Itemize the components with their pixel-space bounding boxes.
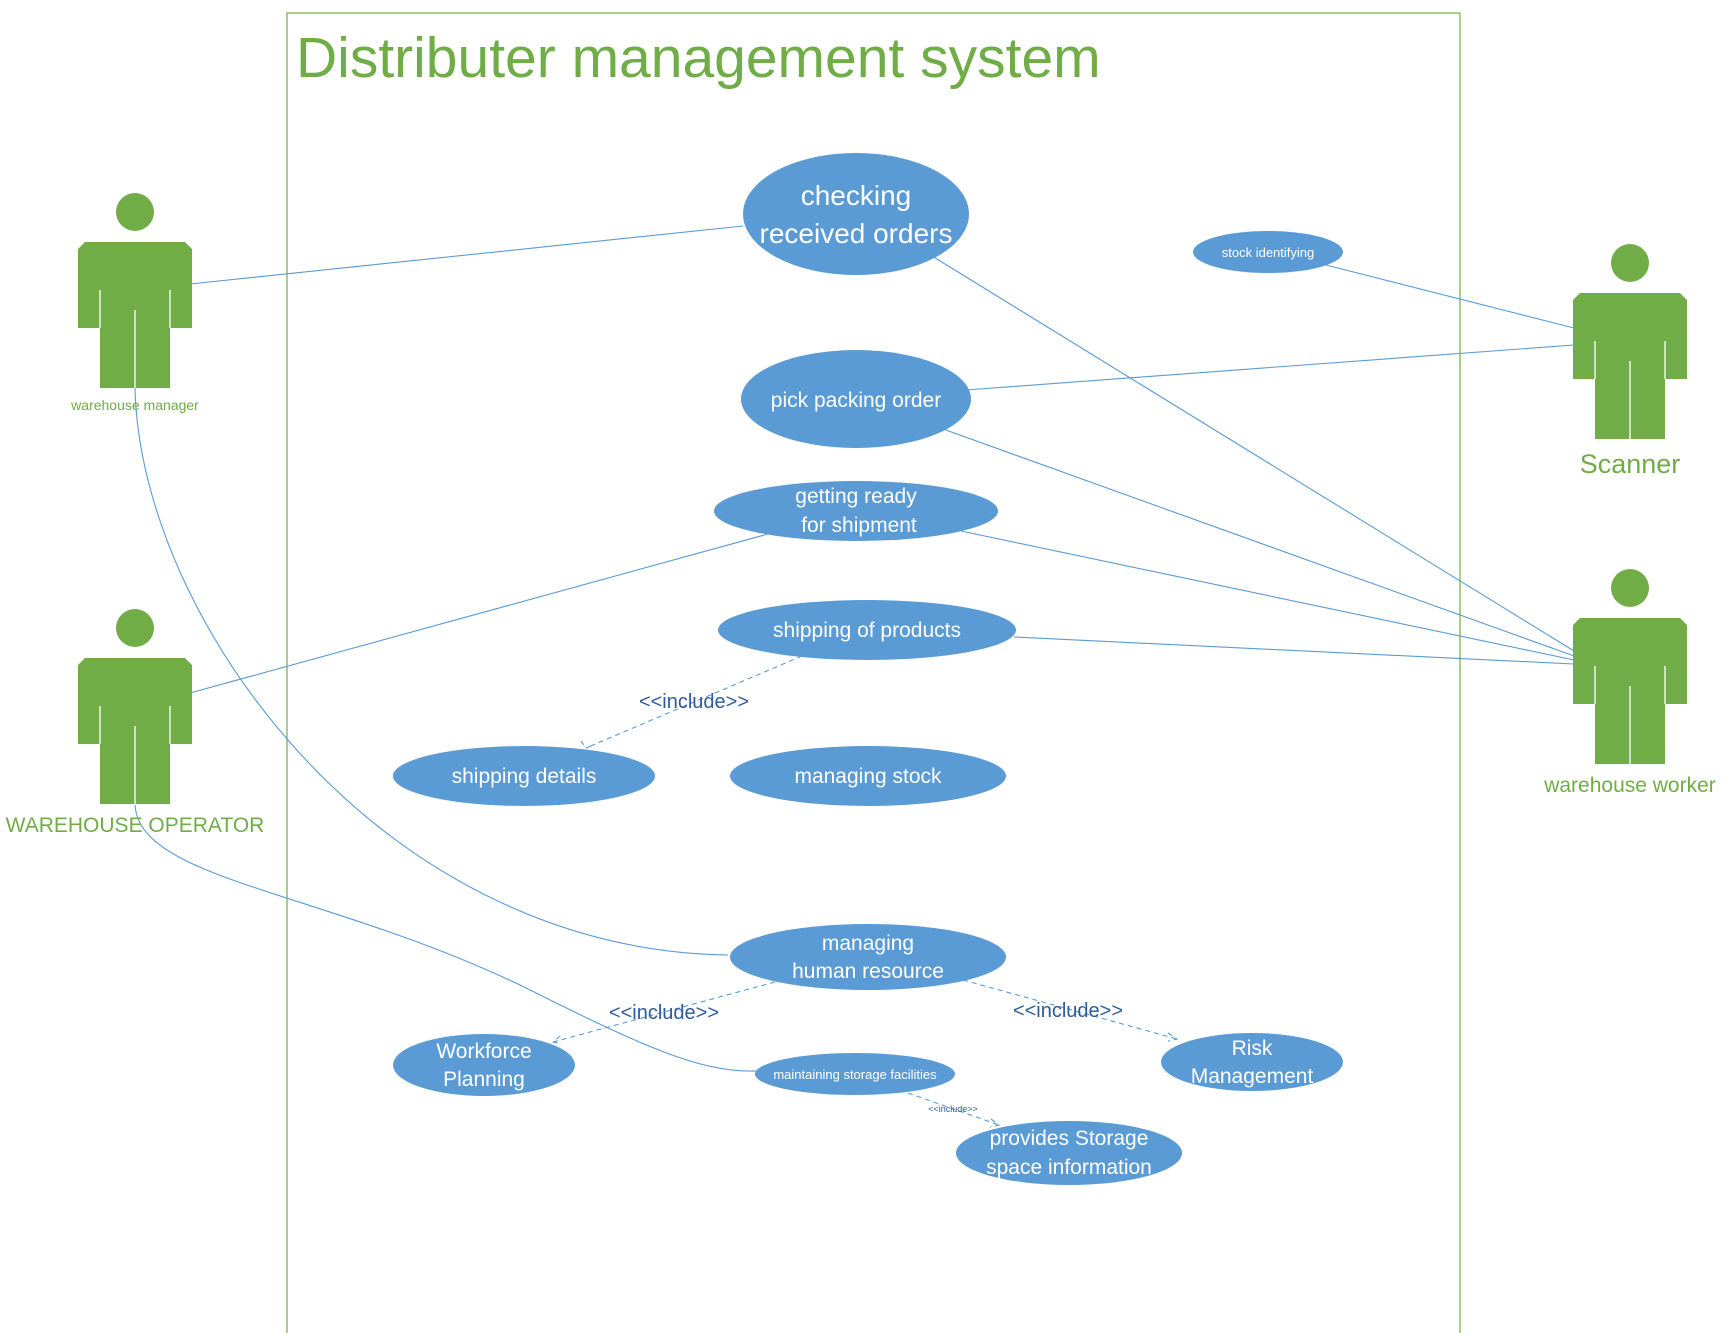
include-line-risk-management xyxy=(962,979,1178,1040)
actor-icon xyxy=(1573,244,1687,439)
usecase-label-line: managing stock xyxy=(794,765,942,788)
usecase-label-line: pick packing order xyxy=(771,389,941,412)
include-label: <<include>> xyxy=(639,691,749,713)
actor-scanner[interactable]: Scanner xyxy=(1573,244,1687,479)
usecase-label-line: managing xyxy=(822,932,914,955)
usecase-provides-storage-space-information[interactable]: provides Storage space information xyxy=(956,1121,1182,1185)
include-line-storage-space-info xyxy=(907,1092,1000,1126)
usecase-label-line: Management xyxy=(1191,1065,1314,1088)
actor-label: WAREHOUSE OPERATOR xyxy=(6,814,265,837)
diagram-title: Distributer management system xyxy=(296,26,1101,90)
usecase-workforce-planning[interactable]: Workforce Planning xyxy=(393,1034,575,1096)
assoc-warehouse-manager-managing-human-resource xyxy=(134,387,729,956)
usecase-maintaining-storage-facilities[interactable]: maintaining storage facilities xyxy=(755,1053,955,1095)
usecase-label-line: for shipment xyxy=(801,514,917,537)
assoc-warehouse-manager-checking-received-orders xyxy=(189,225,744,285)
actor-warehouse-manager[interactable]: warehouse manager xyxy=(70,193,199,413)
system-boundary xyxy=(286,12,1461,1333)
assoc-scanner-pick-packing-order xyxy=(965,344,1575,391)
usecase-label-line: maintaining storage facilities xyxy=(773,1067,937,1082)
usecase-label-line: stock identifying xyxy=(1222,245,1315,260)
actor-warehouse-operator[interactable]: WAREHOUSE OPERATOR xyxy=(6,609,265,837)
usecase-label-line: checking xyxy=(801,180,912,211)
actor-label: warehouse manager xyxy=(70,397,199,413)
association-lines xyxy=(134,225,1575,1072)
usecase-label-line: space information xyxy=(986,1156,1152,1179)
usecase-label-line: shipping details xyxy=(452,765,597,788)
include-lines xyxy=(551,655,1179,1128)
usecase-managing-human-resource[interactable]: managing human resource xyxy=(730,924,1006,990)
include-line-workforce-planning xyxy=(552,981,776,1043)
actor-label: Scanner xyxy=(1580,449,1681,479)
usecase-label-line: Planning xyxy=(443,1068,525,1091)
include-arrowhead-shipping-details xyxy=(580,740,595,749)
usecase-label-line: Workforce xyxy=(436,1040,531,1063)
usecase-managing-stock[interactable]: managing stock xyxy=(730,746,1006,806)
assoc-warehouse-worker-pick-packing-order xyxy=(942,428,1575,657)
usecase-shipping-details[interactable]: shipping details xyxy=(393,746,655,806)
actor-warehouse-worker[interactable]: warehouse worker xyxy=(1543,569,1716,797)
usecase-label-line: getting ready xyxy=(795,485,917,508)
usecase-label-line: shipping of products xyxy=(773,619,961,642)
include-label: <<include>> xyxy=(928,1104,978,1114)
include-arrowhead-risk-management xyxy=(1167,1032,1179,1042)
assoc-warehouse-operator-maintaining-storage xyxy=(134,804,757,1072)
include-arrowhead-workforce-planning xyxy=(551,1035,563,1045)
actor-icon xyxy=(78,609,192,804)
actor-label: warehouse worker xyxy=(1543,774,1716,797)
actor-icon xyxy=(1573,569,1687,764)
usecase-shipping-of-products[interactable]: shipping of products xyxy=(718,600,1016,660)
include-line-shipping-details xyxy=(585,655,803,749)
include-arrowhead-storage-space-info xyxy=(989,1118,1001,1128)
include-label: <<include>> xyxy=(1013,1000,1123,1022)
usecase-label-line: human resource xyxy=(792,960,944,983)
usecase-label-line: received orders xyxy=(760,218,953,249)
actor-icon xyxy=(78,193,192,388)
assoc-warehouse-worker-checking-received-orders xyxy=(931,255,1575,652)
usecase-stock-identifying[interactable]: stock identifying xyxy=(1193,231,1343,273)
assoc-scanner-stock-identifying xyxy=(1321,263,1575,329)
usecase-risk-management[interactable]: Risk Management xyxy=(1161,1033,1343,1091)
assoc-warehouse-worker-getting-ready xyxy=(960,530,1575,661)
include-label: <<include>> xyxy=(609,1002,719,1024)
usecase-label-line: Risk xyxy=(1232,1037,1273,1060)
usecase-checking-received-orders[interactable]: checking received orders xyxy=(743,153,969,275)
assoc-warehouse-worker-shipping-of-products xyxy=(1013,636,1575,665)
usecase-pick-packing-order[interactable]: pick packing order xyxy=(741,350,971,448)
usecase-label-line: provides Storage xyxy=(990,1127,1149,1150)
assoc-warehouse-operator-getting-ready xyxy=(189,533,769,694)
usecase-getting-ready-for-shipment[interactable]: getting ready for shipment xyxy=(714,481,998,541)
